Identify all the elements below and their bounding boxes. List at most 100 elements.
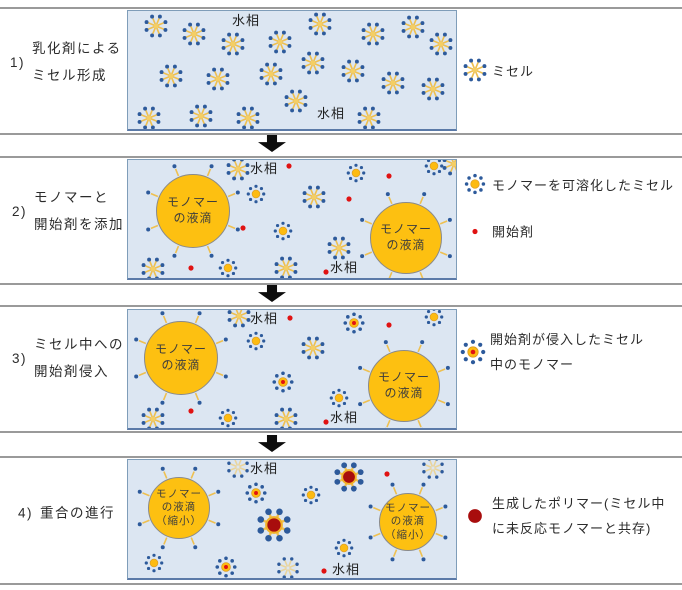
legend-polymer: 生成したポリマー(ミセル中 に未反応モノマーと共存) bbox=[458, 491, 665, 541]
polymer-particle-icon bbox=[458, 501, 492, 531]
micelle-icon bbox=[235, 105, 261, 129]
legend-label: に未反応モノマーと共存) bbox=[492, 521, 652, 536]
initiator-dot-icon bbox=[458, 223, 492, 239]
monomer-micelle-icon bbox=[143, 552, 165, 574]
legend-initiator-micelle: 開始剤が侵入したミセル 中のモノマー bbox=[456, 327, 644, 377]
stage-title-line: 開始剤を添加 bbox=[34, 217, 125, 232]
micelle-icon bbox=[136, 105, 162, 129]
initiator-dot-icon bbox=[282, 310, 298, 326]
monomer-droplet-label: モノマーの液滴 bbox=[144, 321, 218, 395]
stage-title-line: ミセル形成 bbox=[32, 68, 108, 83]
monomer-micelle-icon bbox=[458, 172, 492, 196]
initiator-dot-icon bbox=[381, 168, 397, 184]
stage-number: 4) bbox=[18, 505, 34, 521]
legend-micelle: ミセル bbox=[458, 57, 534, 83]
down-arrow-icon bbox=[258, 435, 286, 452]
monomer-droplet: モノマーの液滴 bbox=[356, 188, 456, 278]
initiator-dot-icon bbox=[235, 220, 251, 236]
micelle-icon bbox=[205, 66, 231, 92]
section-divider bbox=[0, 431, 682, 433]
monomer-micelle-icon bbox=[272, 220, 294, 242]
stage-number: 3) bbox=[12, 350, 28, 366]
stage-number: 2) bbox=[12, 203, 28, 219]
legend-label: 開始剤 bbox=[492, 224, 535, 240]
micelle-icon bbox=[143, 13, 169, 39]
micelle-icon bbox=[340, 58, 366, 84]
stage-title-line: 開始剤侵入 bbox=[34, 364, 110, 379]
monomer-micelle-icon bbox=[333, 537, 355, 559]
section-divider bbox=[0, 283, 682, 285]
legend-initiator: 開始剤 bbox=[458, 222, 534, 241]
monomer-droplet-label: モノマーの液滴 bbox=[370, 202, 442, 274]
water-phase-panel-4: モノマーの液滴（縮小）モノマーの液滴（縮小）水相水相 bbox=[127, 459, 457, 580]
stage-title-line: ミセル中への bbox=[34, 337, 125, 352]
legend-label: 開始剤が侵入したミセル bbox=[490, 332, 645, 347]
water-phase-panel-1: 水相水相 bbox=[127, 10, 457, 131]
legend-solubilized-micelle: モノマーを可溶化したミセル bbox=[458, 172, 674, 196]
initiator-micelle-icon bbox=[244, 481, 268, 505]
micelle-icon bbox=[428, 31, 454, 57]
monomer-micelle-icon bbox=[423, 310, 445, 328]
monomer-micelle-icon bbox=[245, 183, 267, 205]
initiator-dot-icon bbox=[281, 160, 297, 174]
monomer-droplet: モノマーの液滴 bbox=[142, 160, 244, 262]
micelle-icon bbox=[283, 88, 309, 114]
micelle-icon bbox=[267, 29, 293, 55]
initiator-dot-icon bbox=[379, 466, 395, 482]
initiator-dot-icon bbox=[183, 403, 199, 419]
micelle-icon bbox=[458, 57, 492, 83]
stage-title-line: モノマーと bbox=[34, 190, 110, 205]
micelle-icon bbox=[225, 160, 251, 182]
section-divider bbox=[0, 456, 682, 458]
micelle-icon bbox=[300, 335, 326, 361]
initiator-micelle-icon bbox=[214, 555, 238, 578]
monomer-droplet-label: モノマーの液滴 bbox=[156, 174, 230, 248]
stage-number: 1) bbox=[10, 54, 26, 70]
micelle-icon bbox=[420, 76, 446, 102]
polymer-particle-icon bbox=[334, 462, 364, 492]
monomer-droplet: モノマーの液滴（縮小） bbox=[365, 479, 451, 565]
monomer-micelle-icon bbox=[217, 407, 239, 428]
section-divider bbox=[0, 305, 682, 307]
initiator-micelle-icon bbox=[342, 311, 366, 335]
micelle-icon bbox=[273, 255, 299, 278]
down-arrow-icon bbox=[258, 135, 286, 152]
micelle-icon bbox=[356, 105, 382, 129]
initiator-dot-icon bbox=[318, 414, 334, 428]
water-phase-label: 水相 bbox=[316, 106, 346, 121]
stage-title-line: 乳化剤による bbox=[32, 41, 122, 56]
section-divider bbox=[0, 133, 682, 135]
micelle-icon bbox=[276, 556, 301, 578]
monomer-droplet: モノマーの液滴 bbox=[354, 336, 454, 428]
micelle-icon bbox=[226, 310, 252, 329]
micelle-icon bbox=[226, 460, 251, 480]
initiator-dot-icon bbox=[183, 260, 199, 276]
micelle-icon bbox=[220, 31, 246, 57]
water-phase-panel-3: モノマーの液滴モノマーの液滴水相水相 bbox=[127, 309, 457, 430]
monomer-droplet: モノマーの液滴 bbox=[130, 310, 232, 409]
water-phase-panel-2: モノマーの液滴モノマーの液滴水相水相 bbox=[127, 159, 457, 280]
section-divider bbox=[0, 7, 682, 9]
stage-2-label: 2) モノマーと 開始剤を添加 bbox=[12, 184, 124, 238]
legend-label: 生成したポリマー(ミセル中 bbox=[492, 496, 666, 511]
stage-title-line: 重合の進行 bbox=[40, 505, 116, 521]
micelle-icon bbox=[326, 235, 352, 261]
monomer-droplet-label: モノマーの液滴（縮小） bbox=[148, 477, 210, 539]
micelle-icon bbox=[258, 61, 284, 87]
micelle-icon bbox=[400, 14, 426, 40]
legend-label: ミセル bbox=[492, 63, 535, 79]
monomer-micelle-icon bbox=[300, 484, 322, 506]
section-divider bbox=[0, 583, 682, 585]
micelle-icon bbox=[140, 406, 166, 428]
initiator-micelle-icon bbox=[456, 338, 490, 366]
water-phase-label: 水相 bbox=[249, 161, 279, 176]
initiator-dot-icon bbox=[381, 317, 397, 333]
initiator-micelle-icon bbox=[271, 370, 295, 394]
micelle-icon bbox=[158, 63, 184, 89]
micelle-icon bbox=[421, 460, 446, 481]
initiator-dot-icon bbox=[318, 264, 334, 278]
section-divider bbox=[0, 156, 682, 158]
micelle-icon bbox=[273, 406, 299, 428]
monomer-micelle-icon bbox=[328, 387, 350, 409]
micelle-icon bbox=[301, 184, 327, 210]
